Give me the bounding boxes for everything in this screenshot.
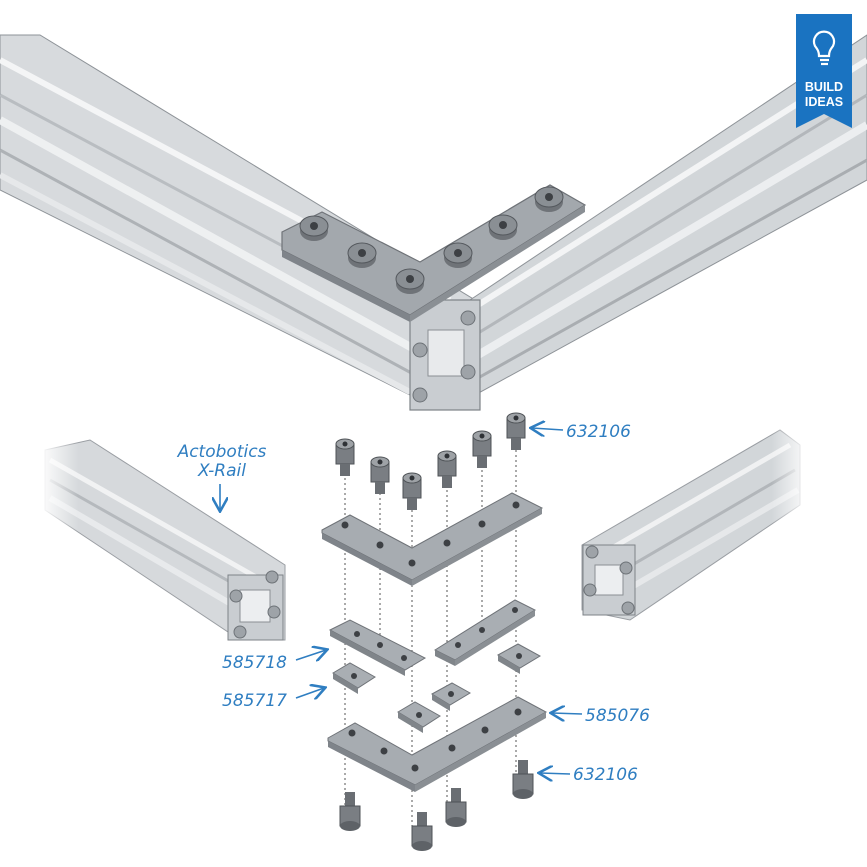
lightbulb-icon <box>812 30 836 66</box>
t-nut <box>397 701 441 733</box>
arrow <box>532 428 564 430</box>
exploded-right-rail <box>581 420 810 621</box>
cap-screw <box>402 472 422 510</box>
arrow <box>540 773 571 774</box>
callout-t-nut: 585717 <box>222 688 324 711</box>
callout-bottom-screws: 632106 <box>540 765 638 785</box>
arrow <box>295 650 326 660</box>
rail-label-line1: Actobotics <box>177 442 267 462</box>
cap-screw <box>411 812 433 851</box>
top-right-rail <box>429 34 867 396</box>
cap-screw <box>472 430 492 468</box>
t-nut <box>431 682 471 711</box>
assembled-corner <box>0 34 867 411</box>
upper-l-bracket <box>321 492 544 586</box>
exploded-left-rail <box>40 439 286 641</box>
callout-rail: Actobotics X-Rail <box>177 442 267 510</box>
top-screws <box>335 412 526 510</box>
part-number-bar-nut: 585718 <box>222 653 287 673</box>
arrow <box>552 713 583 714</box>
t-nut <box>332 662 376 694</box>
screw-head <box>395 268 425 294</box>
cap-screw <box>437 450 457 488</box>
bar-nut-right <box>433 599 537 666</box>
t-nut <box>496 643 542 674</box>
callout-top-screws: 632106 <box>532 422 631 442</box>
part-number-t-nut: 585717 <box>222 691 287 711</box>
build-ideas-badge: BUILD IDEAS <box>796 14 852 128</box>
callout-bar-nut: 585718 <box>222 650 326 673</box>
cap-screw <box>335 438 355 476</box>
cap-screw <box>506 412 526 450</box>
badge-line1: BUILD <box>805 80 843 94</box>
part-number-bottom-screws: 632106 <box>573 765 638 785</box>
cap-screw <box>370 456 390 494</box>
cap-screw <box>512 760 534 799</box>
callout-bracket: 585076 <box>552 706 650 726</box>
bottom-screws <box>339 760 534 851</box>
top-screw-heads <box>299 186 564 294</box>
part-number-top-screws: 632106 <box>566 422 631 442</box>
badge-line2: IDEAS <box>805 95 843 109</box>
arrow <box>295 688 324 698</box>
rail-end-profile <box>409 299 481 411</box>
screw-head <box>299 215 329 241</box>
rail-label-line2: X-Rail <box>197 461 246 481</box>
top-left-rail <box>0 34 476 396</box>
screw-head <box>488 214 518 240</box>
bar-nut-left <box>328 619 427 676</box>
screw-head <box>443 242 473 268</box>
cap-screw <box>445 788 467 827</box>
screw-head <box>347 242 377 268</box>
cap-screw <box>339 792 361 831</box>
screw-head <box>534 186 564 212</box>
part-number-bracket: 585076 <box>585 706 650 726</box>
t-nuts <box>332 643 542 733</box>
lower-l-bracket <box>327 696 548 792</box>
